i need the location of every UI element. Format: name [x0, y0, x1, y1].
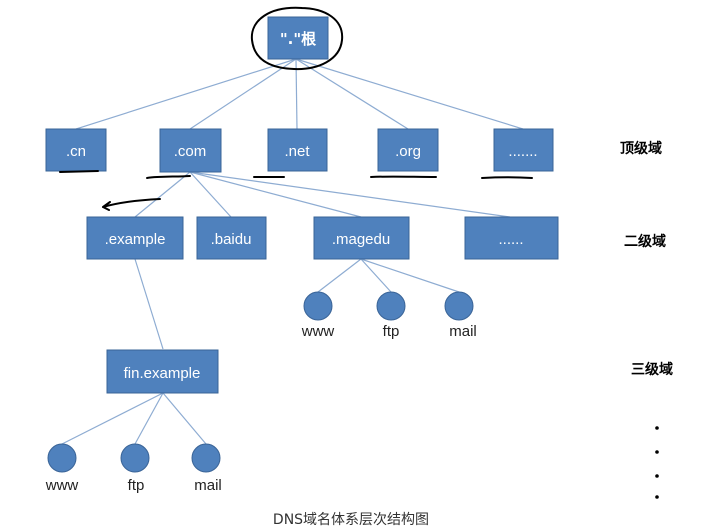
- tld-node-more: .......: [493, 128, 554, 172]
- edge-root-cn: [75, 58, 297, 130]
- tld-node-net: .net: [267, 128, 328, 172]
- third-node-fin-example: fin.example: [106, 349, 219, 394]
- sld-node-more: ......: [464, 216, 559, 260]
- edges-magedu-hosts: [317, 258, 460, 293]
- diagram-caption: DNS域名体系层次结构图: [273, 512, 429, 528]
- edge-com-baidu: [189, 171, 232, 218]
- fin-host-mail: mail: [191, 443, 222, 494]
- edge-root-com: [189, 58, 297, 130]
- sld-node-example: .example: [86, 216, 184, 260]
- tld-label-cn: .cn: [66, 143, 86, 160]
- continuation-dots: [655, 426, 659, 499]
- sld-label-example: .example: [105, 231, 166, 248]
- level-label-third: 三级域: [631, 361, 673, 378]
- root-node: "."根: [250, 6, 344, 71]
- magedu-host-ftp-label: ftp: [383, 323, 400, 340]
- fin-host-www: www: [45, 443, 79, 494]
- underline-com: [146, 175, 191, 179]
- magedu-host-mail: mail: [444, 291, 477, 340]
- edges-fin-hosts: [61, 392, 207, 445]
- tld-node-org: .org: [377, 128, 439, 172]
- edge-com-example: [134, 171, 191, 218]
- level-label-second: 二级域: [624, 233, 666, 250]
- magedu-host-www: www: [301, 291, 335, 340]
- edge-magedu-ftp: [360, 258, 392, 293]
- sld-node-baidu: .baidu: [196, 216, 267, 260]
- fin-host-ftp-label: ftp: [128, 477, 145, 494]
- arrow-annotation: [102, 198, 161, 211]
- sld-label-magedu: .magedu: [332, 231, 390, 248]
- edge-fin-www: [61, 392, 164, 445]
- edge-magedu-mail: [360, 258, 460, 293]
- tld-node-com: .com: [159, 128, 222, 173]
- edge-root-org: [295, 58, 409, 130]
- edges-root-to-tld: [75, 58, 524, 130]
- root-label: "."根: [280, 30, 316, 48]
- edge-example-fin: [134, 258, 164, 350]
- sld-label-baidu: .baidu: [211, 231, 252, 248]
- underline-more: [481, 176, 533, 179]
- edges-com-to-second: [134, 171, 511, 218]
- tld-node-cn: .cn: [45, 128, 107, 172]
- sld-node-magedu: .magedu: [313, 216, 410, 260]
- sld-label-more: ......: [498, 231, 523, 248]
- underline-cn: [59, 170, 99, 173]
- edge-com-more: [189, 171, 511, 218]
- edge-fin-mail: [162, 392, 207, 445]
- fin-host-ftp: ftp: [120, 443, 150, 494]
- magedu-host-mail-label: mail: [449, 323, 477, 340]
- handwritten-underlines: [59, 170, 533, 211]
- fin-host-www-label: www: [45, 477, 79, 494]
- tld-label-more: .......: [508, 143, 537, 160]
- tld-label-org: .org: [395, 143, 421, 160]
- magedu-host-ftp: ftp: [376, 291, 406, 340]
- magedu-host-www-label: www: [301, 323, 335, 340]
- third-label-fin-example: fin.example: [124, 365, 201, 382]
- edge-root-more: [295, 58, 524, 130]
- tld-label-com: .com: [174, 143, 207, 160]
- tld-label-net: .net: [284, 143, 310, 160]
- edge-magedu-www: [317, 258, 362, 293]
- fin-host-mail-label: mail: [194, 477, 222, 494]
- edge-com-magedu: [189, 171, 362, 218]
- handwritten-circle-annotation: [250, 6, 344, 71]
- level-label-tld: 顶级域: [620, 140, 662, 157]
- edge-fin-ftp: [134, 392, 164, 445]
- edge-root-net: [295, 58, 298, 130]
